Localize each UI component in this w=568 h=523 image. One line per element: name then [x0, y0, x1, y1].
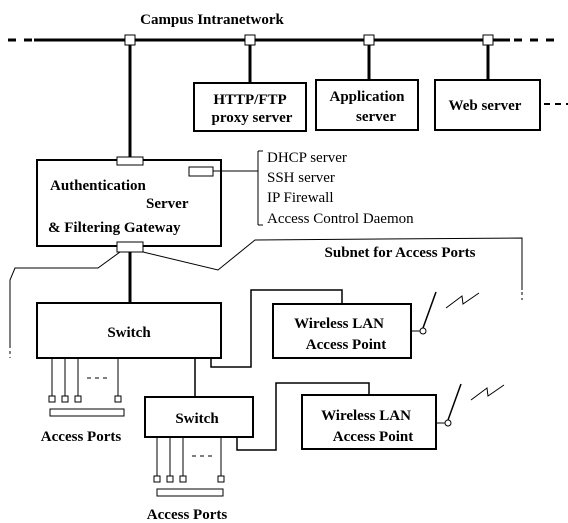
- http-ftp-proxy-server: HTTP/FTP proxy server: [193, 82, 307, 132]
- backbone-tap-web: [482, 34, 494, 46]
- http-ftp-line2: proxy server: [212, 110, 293, 126]
- application-server: Application server: [315, 79, 419, 131]
- wireless-ap-1-line2: Access Point: [306, 337, 386, 353]
- application-line2: server: [356, 109, 396, 125]
- services-bracket: [213, 150, 263, 226]
- service-firewall: IP Firewall: [267, 190, 334, 206]
- wireless-ap-1: Wireless LAN Access Point: [272, 303, 412, 359]
- wireless-ap-1-line1: Wireless LAN: [294, 316, 384, 332]
- switch-2-access-ports: [153, 437, 225, 497]
- antenna-icon: [411, 291, 437, 335]
- campus-intranetwork-label: Campus Intranetwork: [140, 12, 284, 28]
- switch-1: Switch: [36, 302, 222, 359]
- service-ssh: SSH server: [267, 170, 335, 186]
- switch-2-to-ap-2-link: [236, 382, 370, 451]
- gateway-line3: & Filtering Gateway: [48, 220, 181, 236]
- backbone-tap-http-ftp: [244, 34, 256, 46]
- application-line1: Application: [329, 89, 405, 105]
- service-dhcp: DHCP server: [267, 150, 347, 166]
- switch-2: Switch: [144, 396, 254, 438]
- web-server-label: Web server: [449, 98, 522, 114]
- gateway-line1: Authentication: [50, 178, 146, 194]
- http-ftp-line1: HTTP/FTP: [213, 92, 286, 108]
- service-access-control: Access Control Daemon: [267, 211, 414, 227]
- gateway-line2: Server: [146, 196, 189, 212]
- gateway-bottom-port: [116, 241, 144, 253]
- wireless-signal-icon: [445, 292, 480, 309]
- wireless-ap-2: Wireless LAN Access Point: [301, 394, 437, 450]
- web-server: Web server: [434, 79, 568, 131]
- gateway-services-port: [188, 166, 214, 177]
- switch-2-label: Switch: [175, 411, 219, 427]
- wireless-ap-2-line1: Wireless LAN: [321, 408, 411, 424]
- wireless-ap-2-line2: Access Point: [333, 429, 413, 445]
- subnet-outline: [9, 237, 523, 358]
- access-ports-2-label: Access Ports: [147, 507, 228, 523]
- backbone-tap-application: [363, 34, 375, 46]
- wireless-signal-icon: [470, 384, 505, 401]
- switch-1-access-ports: [48, 358, 125, 417]
- subnet-label: Subnet for Access Ports: [325, 245, 476, 261]
- antenna-icon: [436, 383, 462, 427]
- authentication-gateway: Authentication Server & Filtering Gatewa…: [36, 156, 222, 253]
- access-ports-1-label: Access Ports: [41, 429, 122, 445]
- switch-1-label: Switch: [107, 325, 151, 341]
- backbone-tap-gateway: [124, 34, 136, 46]
- switch-1-to-ap-1-link: [210, 289, 343, 368]
- gateway-top-port: [116, 156, 144, 166]
